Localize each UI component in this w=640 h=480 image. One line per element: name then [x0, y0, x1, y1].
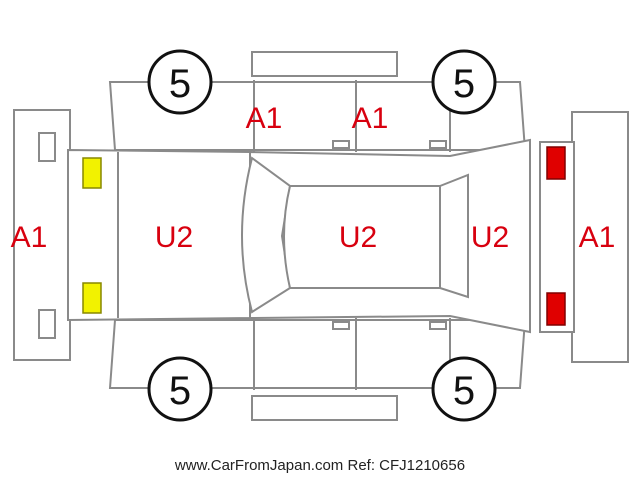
- tire-top-right-value: 5: [453, 62, 475, 106]
- code-door-top-left: A1: [246, 102, 283, 135]
- front-bumper: [13, 109, 71, 361]
- tire-bottom-left-value: 5: [169, 369, 191, 413]
- tire-top-right: 5: [431, 49, 497, 115]
- tire-bottom-right: 5: [431, 356, 497, 422]
- code-hood: U2: [155, 221, 193, 254]
- footer-ref: Ref: CFJ1210656: [347, 457, 466, 474]
- code-door-top-right: A1: [352, 102, 389, 135]
- headlight-bottom: [82, 282, 102, 314]
- footer-attribution: www.CarFromJapan.com Ref: CFJ1210656: [0, 457, 640, 474]
- tire-bottom-left: 5: [147, 356, 213, 422]
- taillights: [546, 146, 566, 326]
- tire-top-left: 5: [147, 49, 213, 115]
- car-body-top-view: [67, 138, 575, 334]
- taillight-top: [546, 146, 566, 180]
- code-roof: U2: [339, 221, 377, 254]
- taillight-bottom: [546, 292, 566, 326]
- tire-bottom-right-value: 5: [453, 369, 475, 413]
- headlight-top: [82, 157, 102, 189]
- headlights: [82, 157, 102, 314]
- code-trunk: U2: [471, 221, 509, 254]
- code-rear-bumper: A1: [579, 221, 616, 254]
- tire-top-left-value: 5: [169, 62, 191, 106]
- side-panel-top: [108, 51, 527, 152]
- code-front-bumper: A1: [11, 221, 48, 254]
- footer-site: www.CarFromJapan.com: [174, 457, 344, 474]
